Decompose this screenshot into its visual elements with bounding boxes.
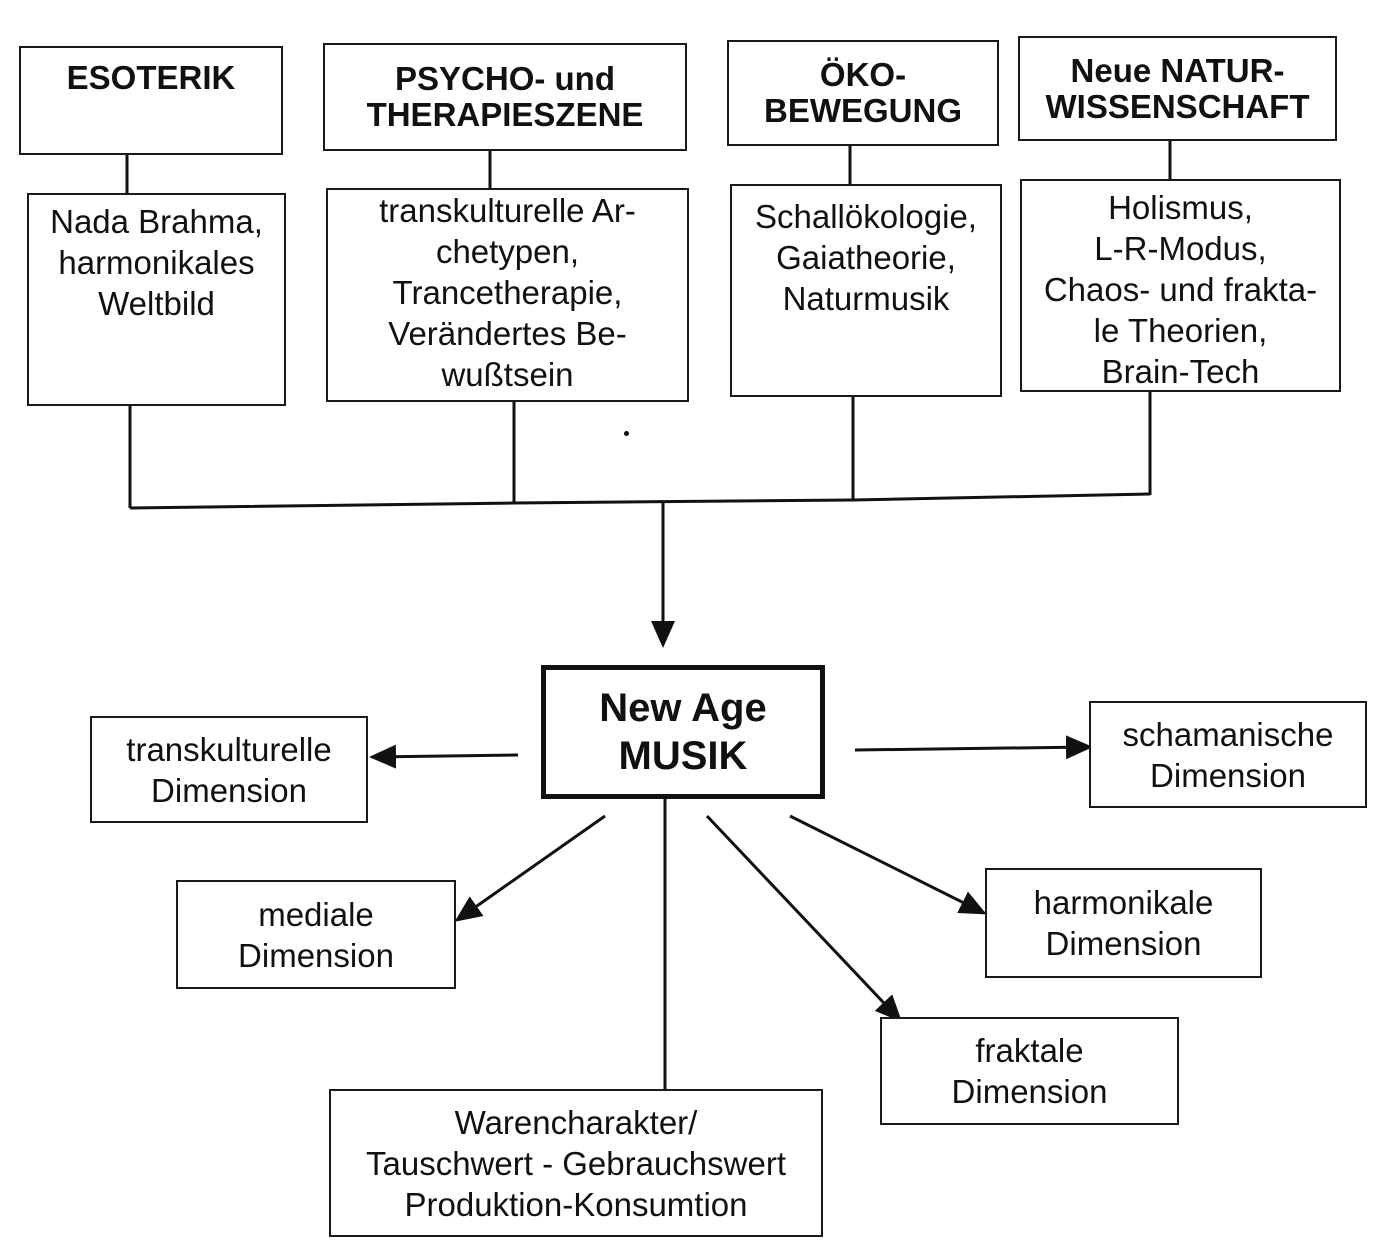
esoterik-topic-2: harmonikales <box>58 244 255 281</box>
harmonikale-dimension-box: harmonikale Dimension <box>985 868 1262 978</box>
waren-line-3: Produktion-Konsumtion <box>404 1185 748 1223</box>
new-age-musik-box: New Age MUSIK <box>541 665 825 799</box>
oeko-topic-1: Schallökologie, <box>755 198 977 235</box>
schamanische-line-2: Dimension <box>1150 756 1306 794</box>
fraktale-line-1: fraktale <box>975 1032 1084 1069</box>
transkulturelle-line-1: transkulturelle <box>126 730 332 768</box>
oeko-heading-line-1: ÖKO- <box>819 56 907 93</box>
esoterik-topic-3: Weltbild <box>98 285 215 322</box>
arrow-harmonikale <box>789 814 987 915</box>
transkulturelle-dimension-box: transkulturelle Dimension <box>90 716 368 823</box>
harmonikale-line-1: harmonikale <box>1033 884 1214 921</box>
oeko-topic-3: Naturmusik <box>782 280 950 317</box>
harmonikale-line-2: Dimension <box>1045 925 1202 962</box>
mediale-line-2: Dimension <box>238 936 394 974</box>
stray-dot <box>624 431 629 436</box>
psycho-topics-box: transkulturelle Ar- chetypen, Trancether… <box>326 188 689 402</box>
oeko-heading-line-2: BEWEGUNG <box>764 92 962 129</box>
oeko-topics-box: Schallökologie, Gaiatheorie, Naturmusik <box>730 184 1002 397</box>
esoterik-heading-line-1: ESOTERIK <box>66 59 236 96</box>
esoterik-box: ESOTERIK <box>19 46 283 155</box>
psycho-topic-3: Trancetherapie, <box>392 274 623 311</box>
natur-topic-5: Brain-Tech <box>1101 353 1260 390</box>
natur-topic-2: L-R-Modus, <box>1094 230 1267 267</box>
schamanische-dimension-box: schamanische Dimension <box>1089 701 1367 808</box>
natur-heading-line-1: Neue NATUR- <box>1070 51 1285 89</box>
mediale-dimension-box: mediale Dimension <box>176 880 456 989</box>
psycho-topic-1: transkulturelle Ar- <box>379 192 636 229</box>
psycho-topic-5: wußtsein <box>441 356 574 393</box>
transkulturelle-line-2: Dimension <box>151 771 307 809</box>
waren-line-1: Warencharakter/ <box>454 1103 698 1141</box>
warencharakter-box: Warencharakter/ Tauschwert - Gebrauchswe… <box>329 1089 823 1237</box>
oeko-topic-2: Gaiatheorie, <box>776 239 956 276</box>
mediale-line-1: mediale <box>258 895 374 933</box>
psycho-topic-4: Verändertes Be- <box>388 315 627 352</box>
psycho-heading-line-2: THERAPIESZENE <box>366 96 644 133</box>
natur-wissenschaft-box: Neue NATUR- WISSENSCHAFT <box>1018 36 1337 141</box>
esoterik-topic-1: Nada Brahma, <box>50 203 263 240</box>
schamanische-line-1: schamanische <box>1122 715 1334 753</box>
center-line-1: New Age <box>599 686 767 730</box>
esoterik-topics-box: Nada Brahma, harmonikales Weltbild <box>27 193 286 406</box>
oeko-bewegung-box: ÖKO- BEWEGUNG <box>727 40 999 146</box>
natur-topics-box: Holismus, L-R-Modus, Chaos- und frakta- … <box>1020 179 1341 392</box>
psycho-therapieszene-box: PSYCHO- und THERAPIESZENE <box>323 43 687 151</box>
arrow-transkulturelle <box>369 744 519 769</box>
natur-topic-4: le Theorien, <box>1093 312 1268 349</box>
natur-topic-1: Holismus, <box>1108 189 1253 226</box>
fraktale-line-2: Dimension <box>951 1073 1108 1110</box>
waren-line-2: Tauschwert - Gebrauchswert <box>366 1144 786 1182</box>
center-line-2: MUSIK <box>618 734 748 778</box>
psycho-heading-line-1: PSYCHO- und <box>395 60 615 97</box>
natur-heading-line-2: WISSENSCHAFT <box>1045 87 1310 125</box>
natur-topic-3: Chaos- und frakta- <box>1043 271 1318 308</box>
arrow-schamanische <box>854 735 1093 760</box>
arrow-fraktale <box>705 814 903 1023</box>
arrow-mediale <box>454 814 606 922</box>
collector-bar <box>129 492 1151 510</box>
psycho-topic-2: chetypen, <box>435 233 580 270</box>
fraktale-dimension-box: fraktale Dimension <box>880 1017 1179 1125</box>
